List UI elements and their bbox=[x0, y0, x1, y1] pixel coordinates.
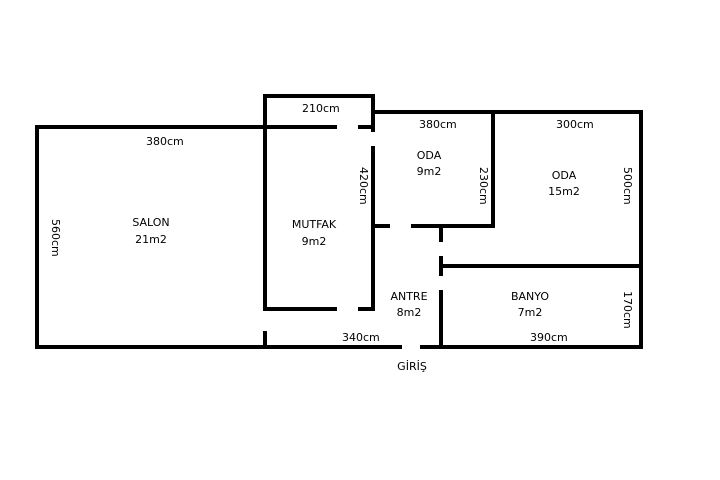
room-area-antre: 8m2 bbox=[397, 306, 422, 319]
walls bbox=[35, 94, 643, 349]
room-name-oda-large: ODA bbox=[552, 169, 577, 182]
dimension-oda-small-top: 380cm bbox=[419, 118, 457, 131]
entrance-label: GİRİŞ bbox=[397, 360, 427, 373]
room-name-salon: SALON bbox=[132, 216, 169, 229]
room-area-salon: 21m2 bbox=[135, 233, 167, 246]
room-name-mutfak: MUTFAK bbox=[292, 218, 337, 231]
room-area-oda-small: 9m2 bbox=[417, 165, 442, 178]
dimension-oda-large-right: 500cm bbox=[621, 167, 634, 205]
room-area-mutfak: 9m2 bbox=[302, 235, 327, 248]
room-name-banyo: BANYO bbox=[511, 290, 549, 303]
room-name-antre: ANTRE bbox=[390, 290, 427, 303]
dimension-mutfak-right: 420cm bbox=[357, 167, 370, 205]
dimension-oda-small-right: 230cm bbox=[477, 167, 490, 205]
dimension-banyo-right: 170cm bbox=[621, 291, 634, 329]
dimension-salon-left: 560cm bbox=[49, 219, 62, 257]
dimension-bottom-right: 390cm bbox=[530, 331, 568, 344]
dimension-mutfak-top: 210cm bbox=[302, 102, 340, 115]
room-name-oda-small: ODA bbox=[417, 149, 442, 162]
dimension-salon-top: 380cm bbox=[146, 135, 184, 148]
dimension-oda-large-top: 300cm bbox=[556, 118, 594, 131]
room-area-banyo: 7m2 bbox=[518, 306, 543, 319]
room-area-oda-large: 15m2 bbox=[548, 185, 580, 198]
dimension-bottom-middle: 340cm bbox=[342, 331, 380, 344]
